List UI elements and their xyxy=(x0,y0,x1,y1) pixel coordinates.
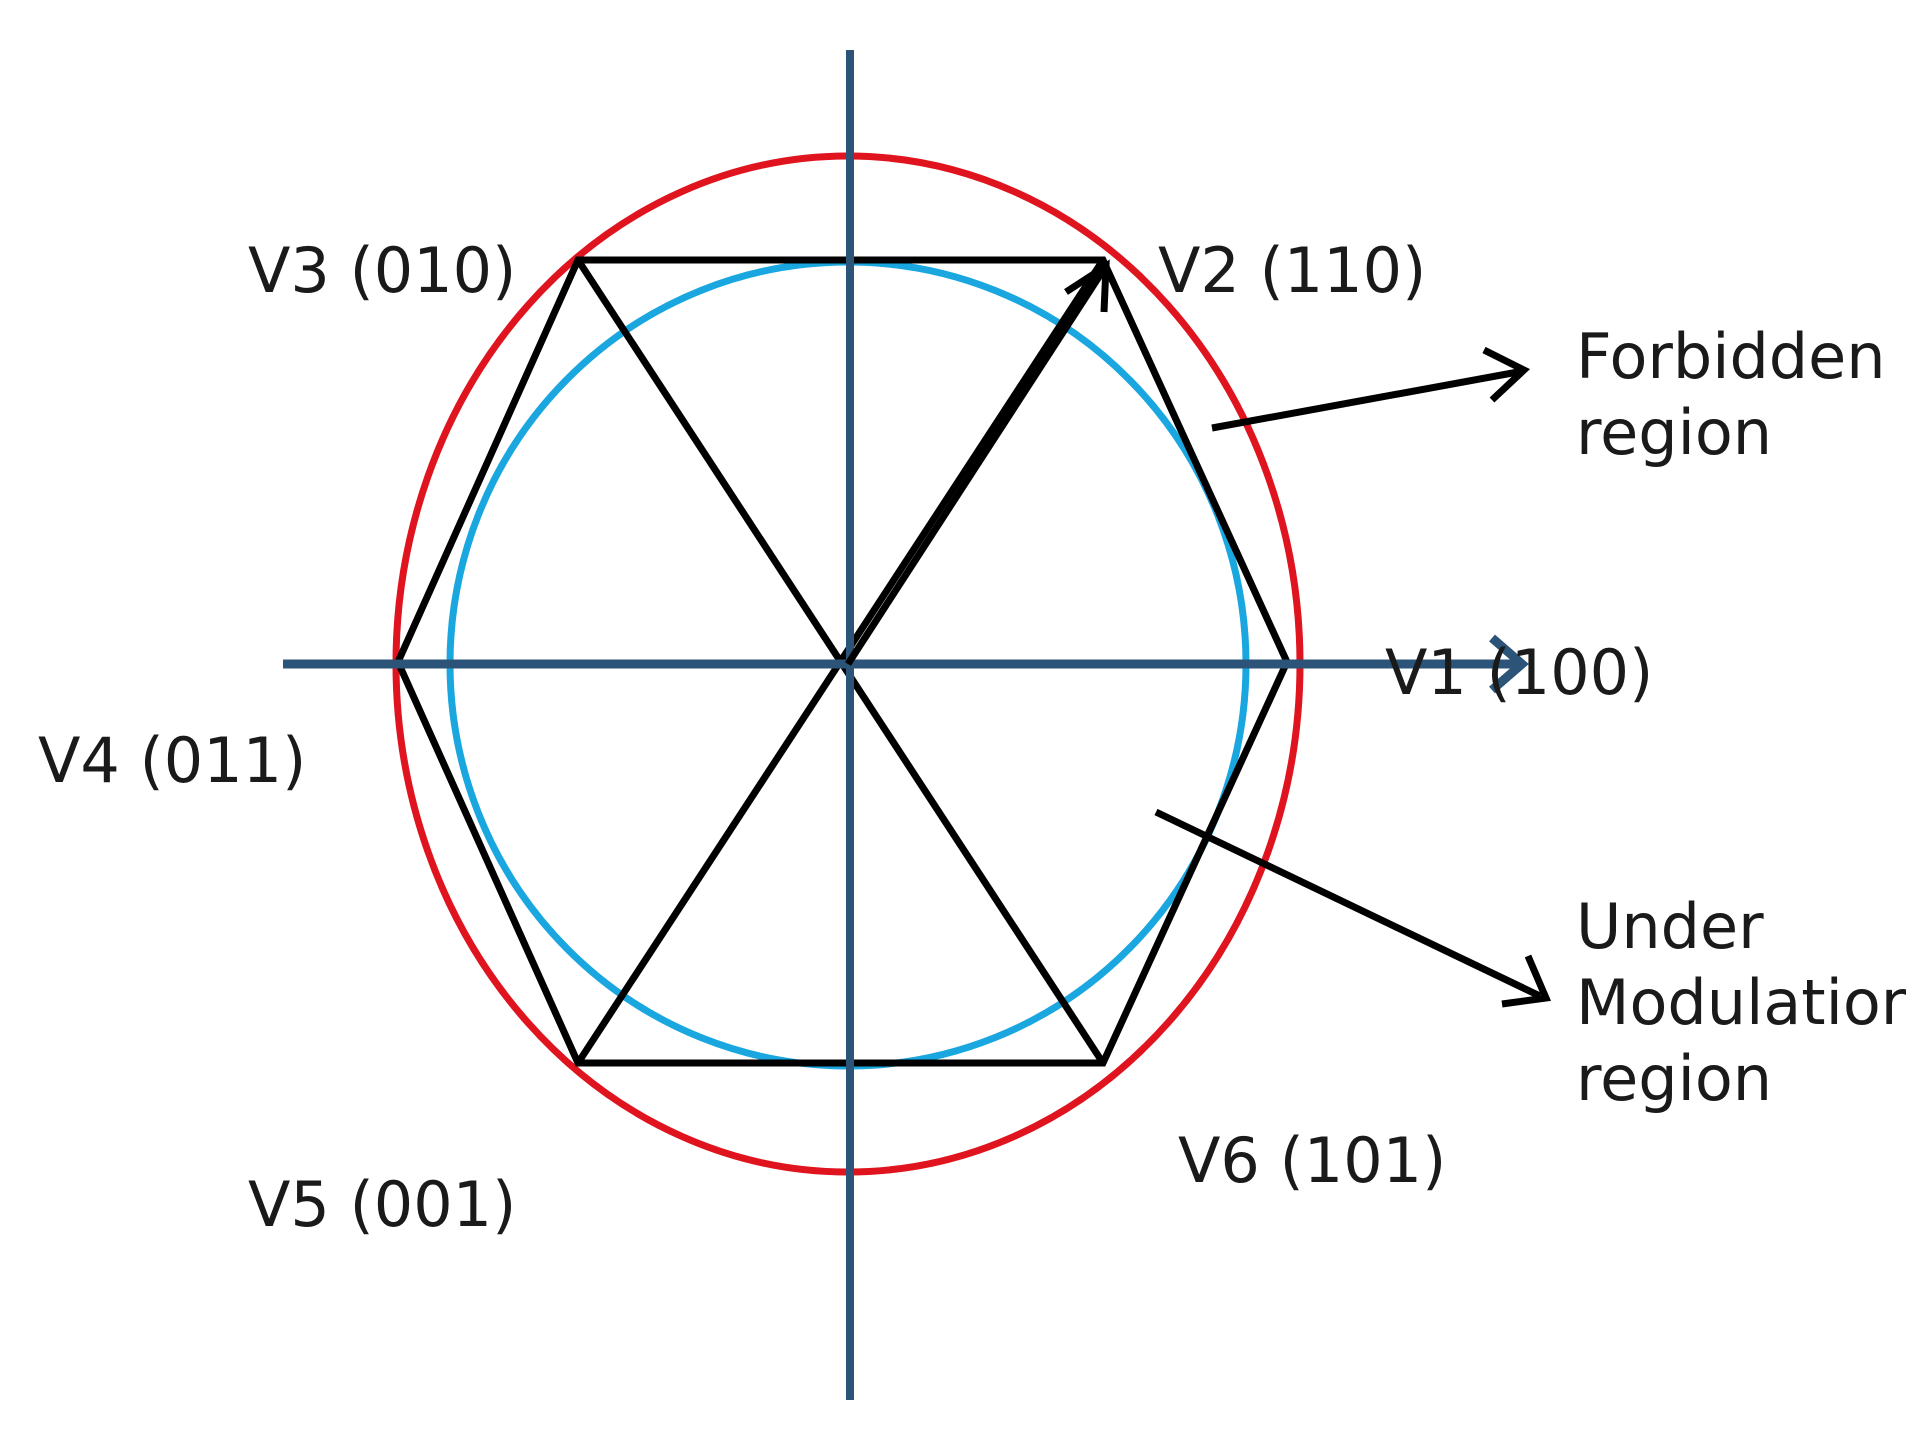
label-v1: V1 (100) xyxy=(1385,636,1653,709)
forbidden-region-pointer-arrow xyxy=(1211,368,1519,432)
label-v2: V2 (110) xyxy=(1158,234,1426,307)
forbidden-pointer-arrowhead-icon xyxy=(1482,346,1531,403)
forbidden-region-label-line-2: region xyxy=(1576,396,1772,469)
under-pointer-arrowhead-icon xyxy=(1501,954,1552,1008)
label-v3: V3 (010) xyxy=(248,234,516,307)
label-v5: V5 (001) xyxy=(248,1168,516,1241)
under-modulation-pointer-arrow xyxy=(1154,808,1542,1000)
horizontal-axis-arrowhead-icon xyxy=(1489,634,1529,694)
under-modulation-label-line-2: Modulation xyxy=(1576,966,1906,1039)
label-v4: V4 (011) xyxy=(38,724,306,797)
label-v6: V6 (101) xyxy=(1178,1124,1446,1197)
forbidden-region-label-line-1: Forbidden xyxy=(1576,320,1886,393)
v2-vector-arrow xyxy=(845,264,1109,666)
v2-arrowhead-icon xyxy=(1064,259,1110,313)
under-modulation-label-line-1: Under xyxy=(1576,890,1764,963)
under-modulation-label-line-3: region xyxy=(1576,1042,1772,1115)
